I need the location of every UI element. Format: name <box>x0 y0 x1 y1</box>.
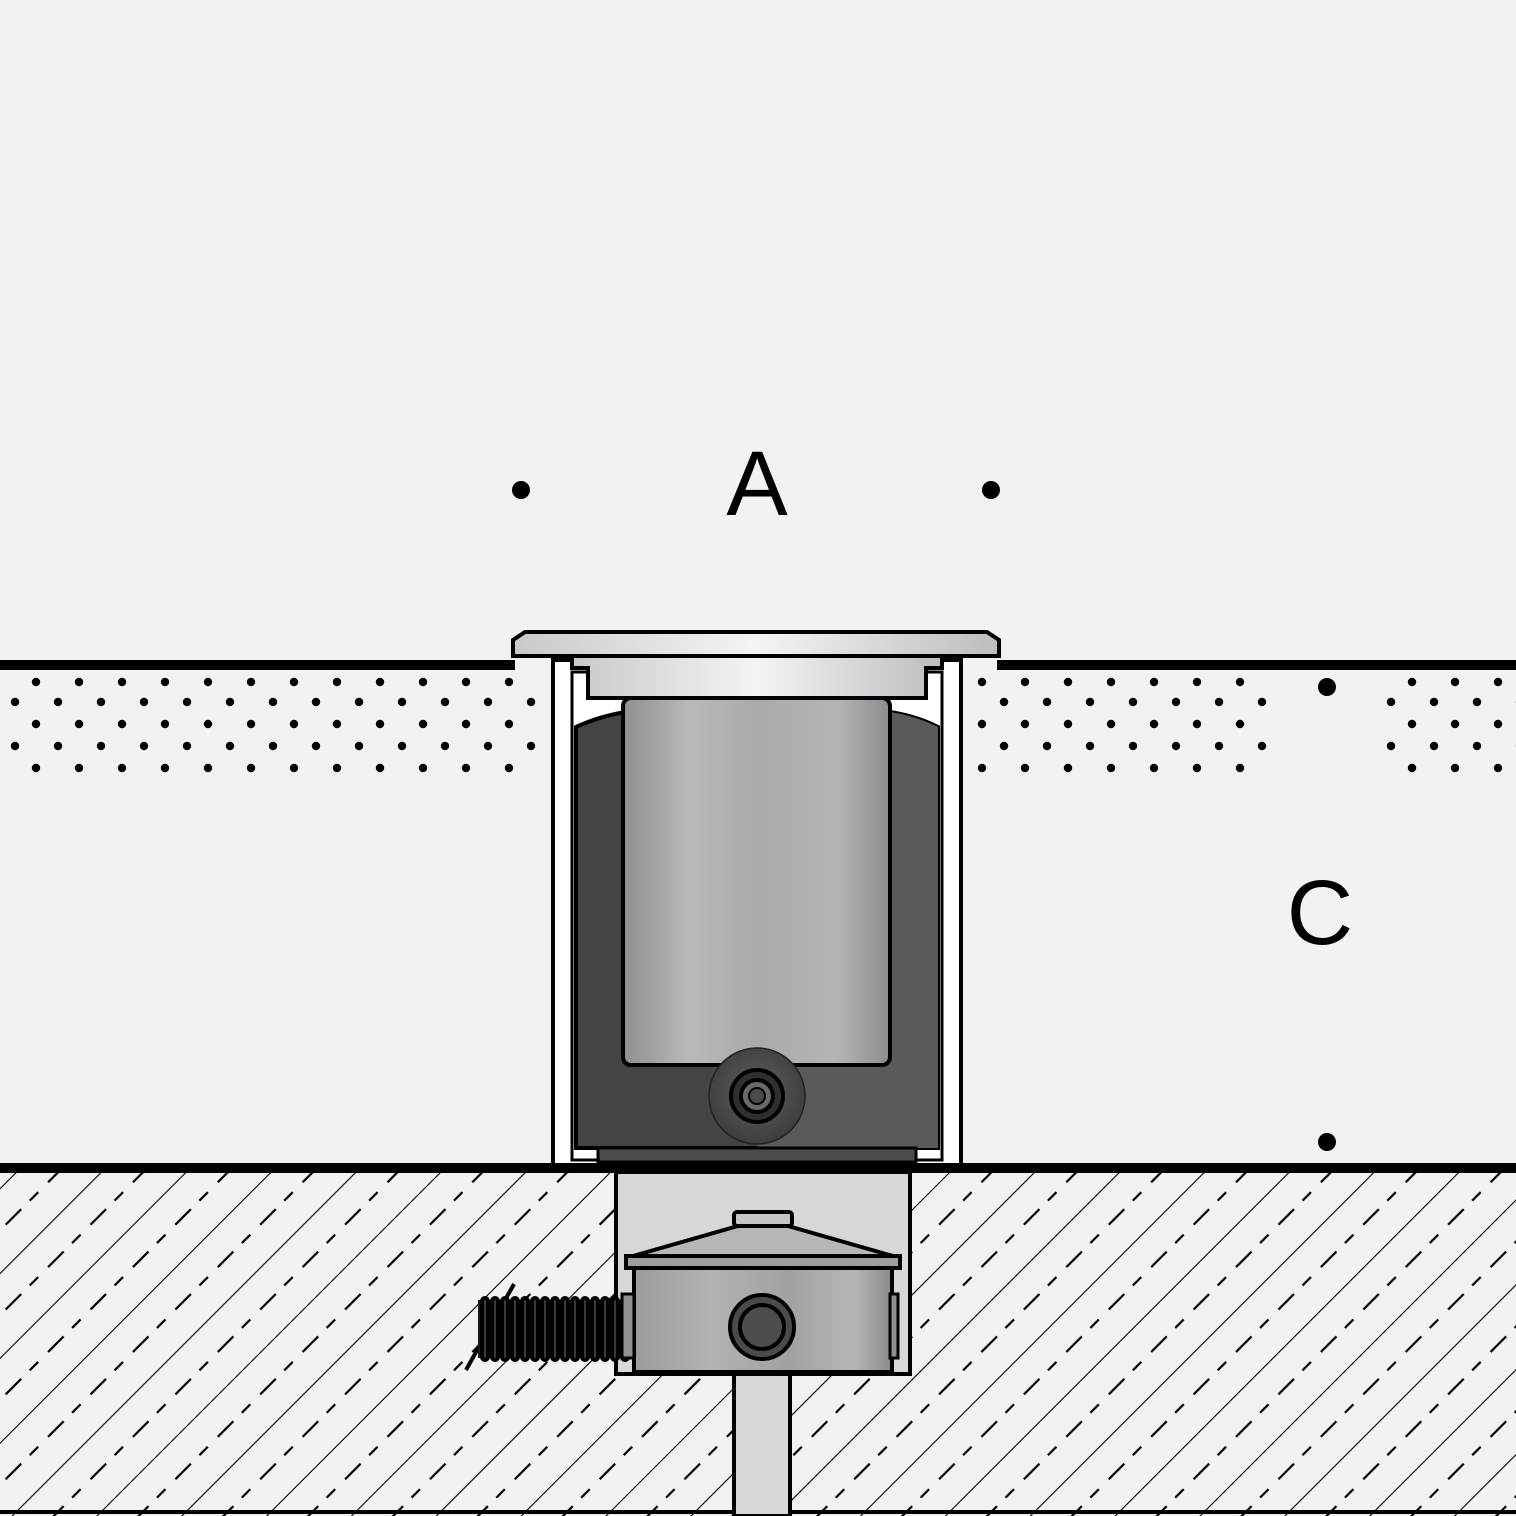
conduit-rib <box>550 1296 560 1362</box>
corrugated-conduit-icon <box>464 1283 630 1371</box>
surface-layer <box>0 672 1516 778</box>
dimension-a: A <box>512 433 1000 535</box>
dimension-c-bottom-point <box>1318 1133 1336 1151</box>
lamp-body <box>621 696 892 1067</box>
dimension-label-a: A <box>726 433 788 535</box>
conduit-rib <box>530 1296 540 1362</box>
conduit-rib <box>500 1296 510 1362</box>
conduit-rib <box>540 1296 550 1362</box>
conduit-rib <box>610 1296 620 1362</box>
conduit-rib <box>480 1296 490 1362</box>
dimension-label-c: C <box>1287 862 1353 964</box>
cable <box>732 1370 792 1516</box>
dimension-a-right-point <box>982 481 1000 499</box>
dimension-c: C <box>1287 678 1353 1151</box>
conduit-rib <box>490 1296 500 1362</box>
conduit-rib <box>560 1296 570 1362</box>
conduit-rib <box>580 1296 590 1362</box>
dimension-a-left-point <box>512 481 530 499</box>
conduit-rib <box>510 1296 520 1362</box>
conduit-rib <box>520 1296 530 1362</box>
conduit-rib <box>600 1296 610 1362</box>
junction-box-icon <box>620 1210 902 1374</box>
conduit-rib <box>590 1296 600 1362</box>
fixture-flange <box>511 630 1001 700</box>
conduit-rib <box>570 1296 580 1362</box>
housing-screw-icon <box>708 1047 806 1145</box>
dimension-c-top-point <box>1318 678 1336 696</box>
